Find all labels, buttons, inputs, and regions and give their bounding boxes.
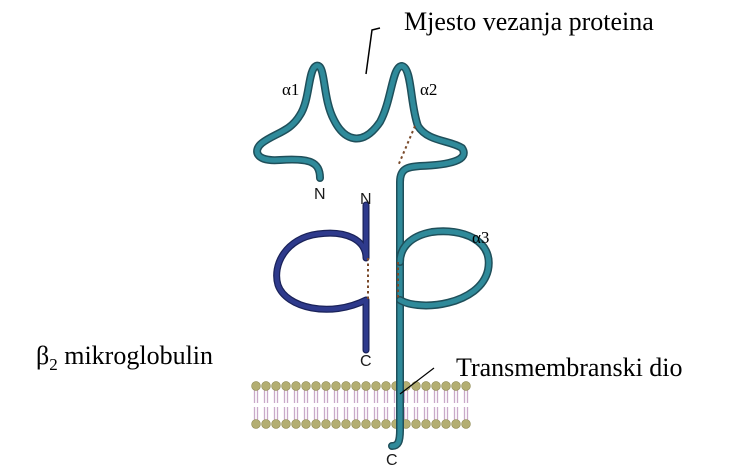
lipid-head	[342, 420, 351, 429]
lipid-head	[462, 382, 471, 391]
lipid-head	[302, 420, 311, 429]
lipid-head	[422, 382, 431, 391]
alpha2-label: α2	[420, 80, 437, 99]
lipid-head	[312, 382, 321, 391]
lipid-head	[262, 420, 271, 429]
lipid-head	[252, 420, 261, 429]
b2m-subscript: 2	[49, 355, 58, 374]
b2m-c-terminus-label: C	[360, 353, 372, 370]
lipid-head	[452, 382, 461, 391]
lipid-head	[332, 382, 341, 391]
lipid-head	[342, 382, 351, 391]
lipid-head	[422, 420, 431, 429]
lipid-head	[262, 382, 271, 391]
lipid-head	[352, 382, 361, 391]
lipid-head	[362, 420, 371, 429]
lipid-head	[352, 420, 361, 429]
lipid-head	[272, 382, 281, 391]
lipid-head	[272, 420, 281, 429]
alpha1-label: α1	[282, 80, 299, 99]
binding-site-leader-line	[366, 28, 380, 74]
lipid-head	[382, 382, 391, 391]
lipid-head	[442, 382, 451, 391]
b2m-chain-outline	[277, 205, 366, 350]
lipid-head	[322, 382, 331, 391]
lipid-head	[362, 382, 371, 391]
lipid-head	[382, 420, 391, 429]
b2m-symbol: β	[36, 341, 49, 370]
lipid-head	[412, 420, 421, 429]
lipid-head	[412, 382, 421, 391]
lipid-head	[252, 382, 261, 391]
lipid-head	[442, 420, 451, 429]
lipid-head	[372, 420, 381, 429]
lipid-head	[292, 382, 301, 391]
lipid-head	[282, 382, 291, 391]
lipid-head	[432, 420, 441, 429]
lipid-head	[322, 420, 331, 429]
lipid-bilayer	[252, 382, 471, 429]
b2m-chain-body	[277, 205, 366, 350]
lipid-head	[452, 420, 461, 429]
lipid-head	[332, 420, 341, 429]
lipid-head	[292, 420, 301, 429]
b2m-chain	[277, 205, 366, 350]
binding-site-label: Mjesto vezanja proteina	[404, 7, 654, 36]
transmembrane-label: Transmembranski dio	[456, 353, 683, 382]
lipid-head	[312, 420, 321, 429]
b2m-name: mikroglobulin	[58, 341, 213, 370]
lipid-head	[432, 382, 441, 391]
b2m-n-terminus-label: N	[360, 191, 372, 208]
disulfide-bridge-alpha2	[398, 126, 415, 166]
heavy-chain-n-terminus-label: N	[314, 186, 326, 203]
lipid-head	[282, 420, 291, 429]
b2m-label: β2 mikroglobulin	[36, 341, 213, 374]
lipid-head	[462, 420, 471, 429]
lipid-head	[372, 382, 381, 391]
heavy-chain-c-terminus-label: C	[386, 452, 398, 469]
alpha3-label: α3	[472, 228, 489, 247]
lipid-head	[302, 382, 311, 391]
